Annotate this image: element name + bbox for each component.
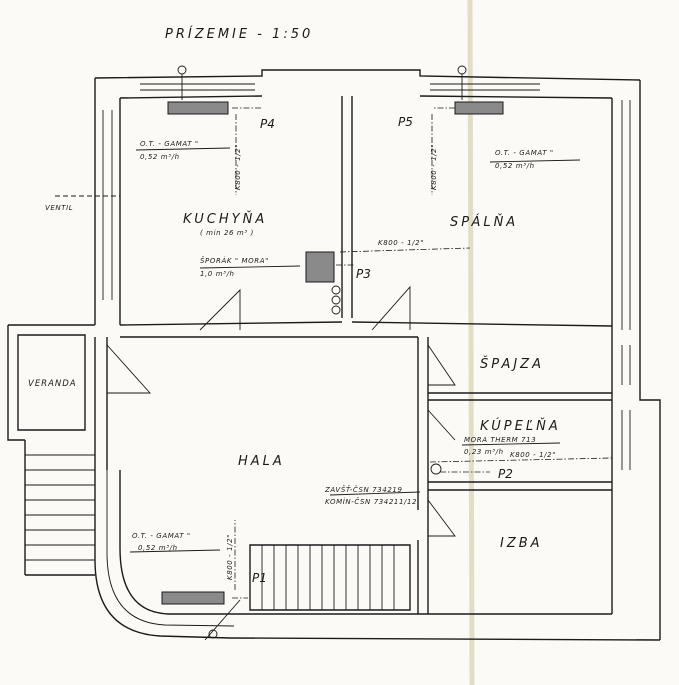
bedroom-heater <box>454 101 504 115</box>
meter-label-1: ZAVŠŤ-ČSN 734219 <box>324 485 403 494</box>
veranda <box>7 324 95 576</box>
kitchen-heater <box>167 101 229 115</box>
room-label-kupelna: KÚPEĽŇA <box>480 418 561 434</box>
kitchen-volume-note: ( min 26 m³ ) <box>200 229 254 237</box>
pipe-marker-p2: P2 <box>498 467 513 481</box>
pipe-marker-p1: P1 <box>252 571 267 585</box>
bath-heater-label: MORA THERM 713 <box>464 436 536 444</box>
plan-title: PRÍZEMIE - 1:50 <box>165 26 313 42</box>
bedroom-heater-flow: 0,52 m³/h <box>495 162 535 170</box>
stove-burner-icon <box>331 295 341 305</box>
pipe-marker-p5: P5 <box>398 115 413 129</box>
pipe-marker-p3: P3 <box>356 267 371 281</box>
stove-burner-icon <box>331 285 341 295</box>
chimney-vents <box>177 65 467 639</box>
annotation-leaders <box>129 147 581 553</box>
stove-label: ŠPORÁK " MORA" <box>200 256 269 265</box>
entrance-stairs <box>24 440 95 576</box>
stove-flow: 1,0 m³/h <box>200 270 235 278</box>
kitchen-heater-flow: 0,52 m³/h <box>140 153 180 161</box>
hall-staircase <box>249 544 411 611</box>
bath-flow: 0,23 m³/h <box>464 448 504 456</box>
room-label-kuchyna: KUCHYŇA <box>183 211 267 227</box>
hall-heater-label: O.T. - GAMAT " <box>132 532 191 540</box>
room-label-veranda: VERANDA <box>28 379 77 389</box>
room-label-spajza: ŠPAJZA <box>480 356 544 372</box>
meter-label-2: KOMÍN-ČSN 734211/12 <box>325 497 417 506</box>
gas-pipes <box>55 107 613 599</box>
room-label-hala: HALA <box>238 454 285 469</box>
hall-heater-flow: 0,52 m³/h <box>138 544 178 552</box>
doors <box>106 285 456 641</box>
kitchen-heater-label: O.T. - GAMAT " <box>140 140 199 148</box>
hall-heater <box>161 591 225 605</box>
room-label-spalna: SPÁLŇA <box>450 214 518 230</box>
interior-walls <box>94 96 631 614</box>
bedroom-pipe-label: K800 - 1/2" <box>430 144 438 190</box>
pipe-marker-p4: P4 <box>260 117 275 131</box>
hall-pipe-label: K800 - 1/2" <box>226 534 234 580</box>
bath-pipe-label: K800 - 1/2" <box>510 451 556 459</box>
stove-burner-icon <box>331 305 341 315</box>
bedroom-heater-label: O.T. - GAMAT " <box>495 149 554 157</box>
bath-heater-icon <box>430 463 442 475</box>
stove-pipe-label: K800 - 1/2" <box>378 239 424 247</box>
kitchen-pipe-label: K800 - 1/2" <box>234 144 242 190</box>
room-label-izba: IZBA <box>500 536 543 551</box>
ventil-label: VENTIL <box>45 204 73 212</box>
stove <box>305 251 335 283</box>
exterior-walls <box>94 69 661 641</box>
